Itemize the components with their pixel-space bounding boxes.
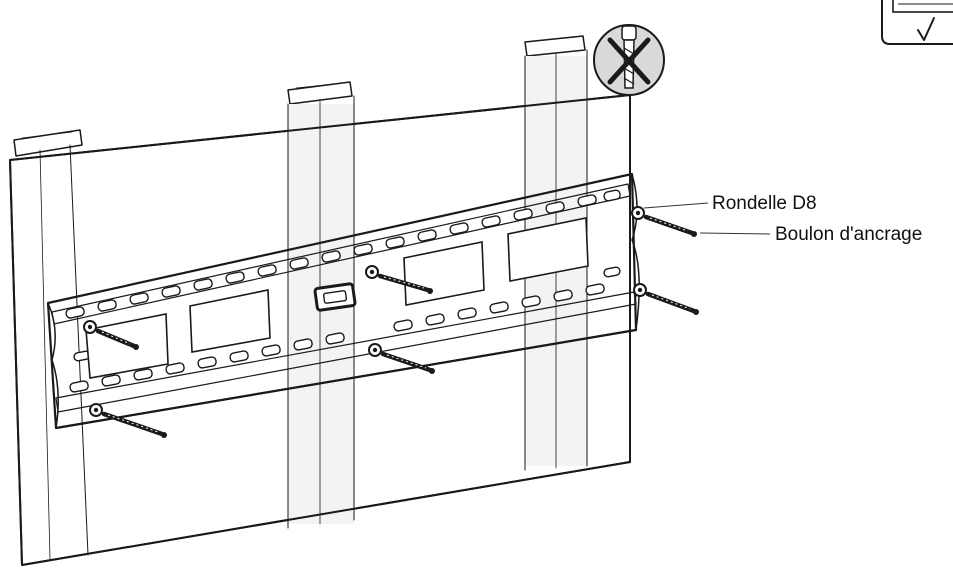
bolt-5 <box>631 206 697 237</box>
bolt-6 <box>633 283 699 315</box>
bolt-leader-line <box>699 232 771 235</box>
bolt-4 <box>89 403 167 438</box>
washer-label: Rondelle D8 <box>712 193 817 214</box>
anchor-bolts <box>83 206 699 438</box>
wall-edges <box>9 94 631 566</box>
checkmark-box-icon <box>881 0 953 45</box>
bracket-center-lock <box>313 282 357 312</box>
bolt-3 <box>368 343 435 374</box>
wall-studs <box>13 35 588 561</box>
stud-left <box>13 129 89 561</box>
callout-leaders <box>643 202 771 235</box>
slot-row-top <box>65 189 621 319</box>
slot-row-bottom <box>69 283 605 393</box>
bracket-slots <box>65 189 621 393</box>
washer-leader-line <box>643 202 709 209</box>
bolt-2 <box>365 265 433 294</box>
no-drill-icon <box>593 24 665 96</box>
bolt-1 <box>83 320 139 350</box>
bolt-label: Boulon d'ancrage <box>775 224 922 245</box>
stud-center <box>287 81 355 529</box>
slot-row-mid <box>73 266 621 362</box>
